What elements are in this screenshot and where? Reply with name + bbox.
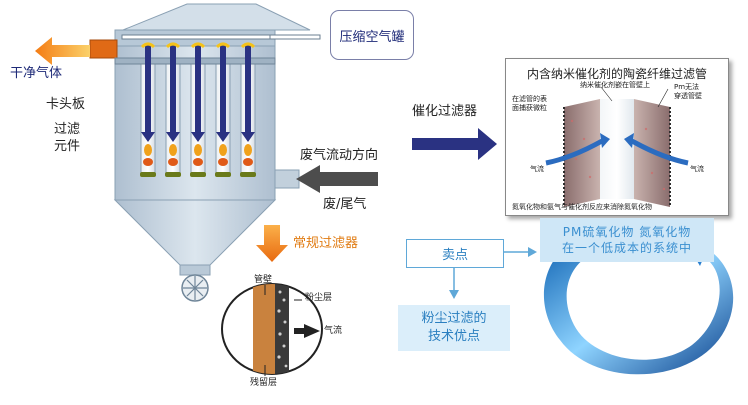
reaction-note: 氮氧化物和氨气与催化剂反应来消除氮氧化物 [512, 203, 652, 211]
panel-title: 内含纳米催化剂的陶瓷纤维过滤管 [526, 67, 707, 81]
advantage-box: 粉尘过滤的 技术优点 [398, 305, 510, 351]
housing-roof [122, 3, 311, 31]
selling-point-label: 卖点 [441, 248, 468, 263]
residual-layer-label: 残留层 [250, 378, 278, 388]
pulse-jets [140, 42, 256, 49]
catalytic-filter-panel: 内含纳米催化剂的陶瓷纤维过滤管 纳米催化剂嵌在管壁上 [505, 58, 729, 216]
panel-airflow-left [545, 138, 604, 166]
panel-airflow-right [630, 138, 689, 166]
conventional-down-arrow [256, 225, 288, 262]
advantage-line-1: 粉尘过滤的 [421, 311, 487, 327]
exhaust-inlet-arrow [296, 165, 378, 193]
pm-line-2: 在一个低成本的系统中 [561, 241, 692, 255]
hopper [113, 199, 277, 266]
inlet-nozzle [274, 169, 300, 189]
wall-detail [221, 283, 323, 375]
air-inlet-pipe [269, 34, 321, 40]
captured-particles-note-1: 在滤管的表 [512, 95, 547, 103]
dust-layer-label: 粉尘层 [305, 293, 333, 303]
pm-banner: PM硫氧化物 氮氧化物 在一个低成本的系统中 [540, 218, 714, 262]
captured-particles-note-2: 面捕获微粒 [512, 104, 547, 112]
wall-airflow-label: 气流 [324, 326, 343, 336]
dust-bursts [143, 144, 253, 166]
bag-bottoms [140, 172, 256, 177]
filter-tube-illustration [545, 86, 689, 207]
hopper-neck [179, 264, 211, 276]
filter-element-label-2: 元件 [54, 139, 81, 154]
tube-sheet-label: 卡头板 [46, 97, 86, 112]
catalytic-arrow [412, 128, 497, 160]
panel-airflow-left-label: 气流 [530, 165, 544, 173]
compressed-air-tank-box: 压缩空气罐 [330, 10, 414, 60]
advantage-line-2: 技术优点 [427, 329, 480, 344]
exhaust-gas-label: 废/尾气 [323, 197, 367, 212]
pulse-arrows [141, 44, 255, 142]
clean-gas-arrow [35, 37, 90, 65]
panel-airflow-right-label: 气流 [690, 165, 704, 173]
outlet-nozzle [89, 39, 118, 59]
air-header-pipe [121, 34, 271, 40]
nano-catalyst-note: 纳米催化剂嵌在管壁上 [580, 81, 650, 89]
pm-cannot-note-2: 穿透管壁 [674, 92, 702, 100]
pm-line-1: PM硫氧化物 氮氧化物 [562, 224, 692, 239]
clean-gas-label: 干净气体 [10, 66, 63, 81]
compressed-air-tank-label: 压缩空气罐 [339, 29, 405, 45]
exhaust-flow-label: 废气流动方向 [300, 148, 379, 163]
pm-cannot-note-1: Pm无法 [674, 83, 700, 91]
filter-element-label-1: 过滤 [54, 122, 81, 137]
catalytic-filter-label: 催化过滤器 [412, 104, 478, 119]
selling-point-box: 卖点 [406, 239, 504, 268]
tube-wall-label: 管壁 [254, 275, 273, 285]
wall-airflow-arrow [294, 324, 320, 338]
conventional-filter-label: 常规过滤器 [293, 236, 359, 251]
